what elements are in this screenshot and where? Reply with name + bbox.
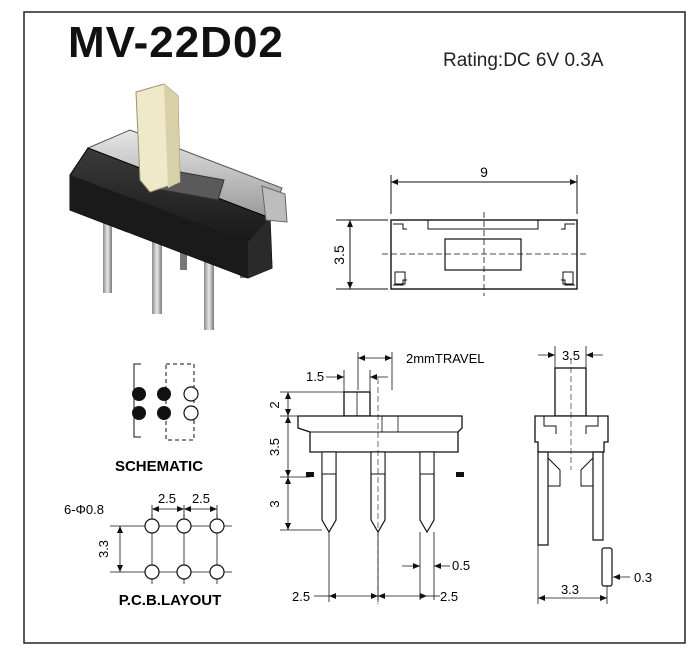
photo-pin-2 [152, 238, 162, 314]
pcb-hole-spec: 6-Φ0.8 [64, 502, 104, 517]
pcb-label: P.C.B.LAYOUT [119, 592, 222, 609]
product-photo [69, 83, 288, 330]
side-dim-0-5: 0.5 [452, 558, 470, 573]
side-travel-label: 2mmTRAVEL [406, 351, 485, 366]
schematic-diagram: SCHEMATIC [115, 363, 203, 475]
pcb-layout-diagram: 6-Φ0.8 2.5 2.5 3.3 P.C.B.LAYOUT [64, 491, 232, 609]
rating-text: Rating:DC 6V 0.3A [443, 50, 604, 71]
side-pitch-right: 2.5 [440, 589, 458, 604]
page-border [23, 11, 686, 644]
end-view-drawing: 3.5 3.3 0.3 [534, 346, 652, 604]
schematic-label: SCHEMATIC [115, 458, 203, 475]
end-dim-bottom: 3.3 [561, 582, 579, 597]
end-dim-top: 3.5 [562, 348, 580, 363]
top-height-dim: 3.5 [331, 245, 347, 265]
side-pitch-left: 2.5 [292, 589, 310, 604]
side-dim-1-5: 1.5 [306, 369, 324, 384]
pcb-row-pitch: 3.3 [96, 540, 111, 558]
part-number-title: MV-22D02 [68, 18, 284, 67]
side-dim-3: 3 [267, 500, 282, 507]
photo-pin-3 [204, 248, 214, 330]
side-dim-3-5: 3.5 [267, 438, 282, 456]
photo-pin-1 [103, 215, 112, 293]
pcb-pitch-b: 2.5 [192, 491, 210, 506]
side-view-drawing: 2mmTRAVEL 1.5 [267, 351, 485, 604]
side-dim-2: 2 [267, 401, 282, 408]
end-dim-pin: 0.3 [634, 570, 652, 585]
top-width-dim: 9 [480, 164, 488, 180]
top-view-drawing: 9 3.5 [331, 164, 586, 296]
pcb-pitch-a: 2.5 [158, 491, 176, 506]
